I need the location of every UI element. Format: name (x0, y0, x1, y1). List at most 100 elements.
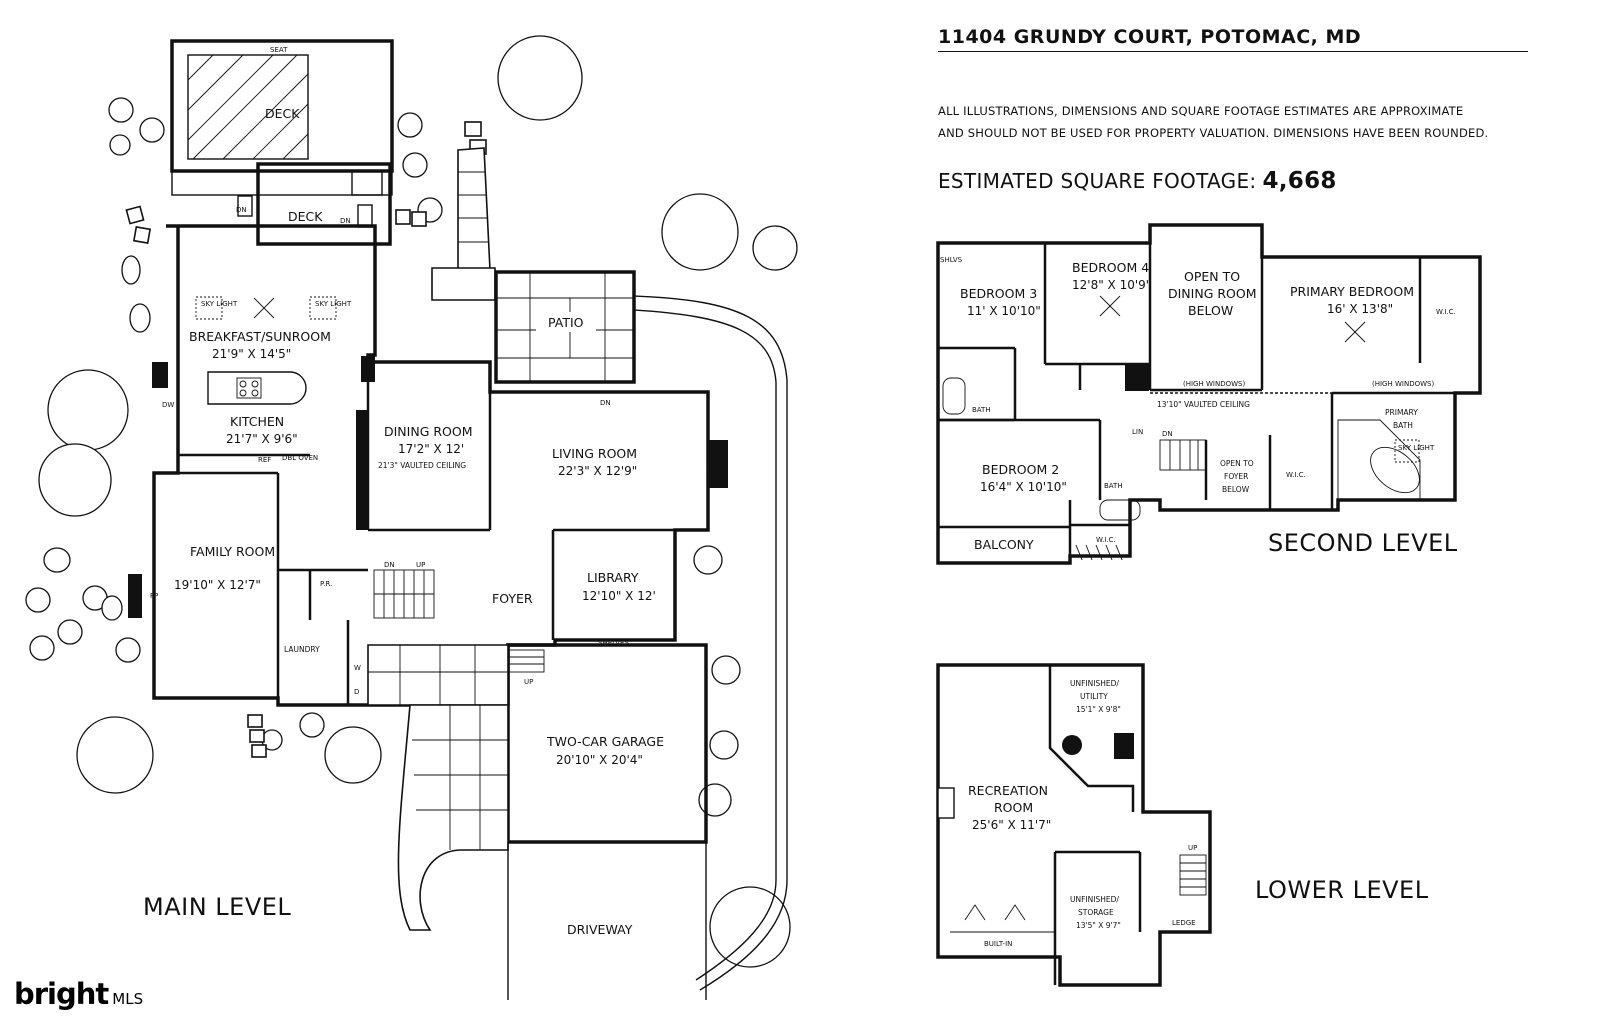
library-dims: 12'10" X 12' (582, 589, 656, 603)
primary-bedroom-label: PRIMARY BEDROOM (1290, 284, 1414, 299)
dining-room-label: DINING ROOM (384, 424, 473, 439)
recreation-room-line2: ROOM (994, 800, 1033, 815)
driveway-label: DRIVEWAY (567, 922, 633, 937)
svg-text:BELOW: BELOW (1222, 485, 1250, 494)
vaulted-ceiling-note: 13'10" VAULTED CEILING (1157, 400, 1250, 409)
garage-dims: 20'10" X 20'4" (556, 753, 643, 767)
bedroom4-label: BEDROOM 4 (1072, 260, 1149, 275)
address-underline (938, 51, 1528, 52)
svg-text:SKY LIGHT: SKY LIGHT (201, 300, 238, 308)
recreation-room-line1: RECREATION (968, 783, 1048, 798)
breakfast-room-dims: 21'9" X 14'5" (212, 347, 291, 361)
family-room-dims: 19'10" X 12'7" (174, 578, 261, 592)
patio (494, 270, 636, 384)
svg-text:SHELVES: SHELVES (598, 639, 629, 647)
svg-text:LIN: LIN (1132, 428, 1143, 436)
svg-text:15'1" X 9'8": 15'1" X 9'8" (1076, 705, 1121, 714)
property-address: 11404 GRUNDY COURT, POTOMAC, MD (938, 26, 1362, 48)
lower-level-title: LOWER LEVEL (1255, 876, 1429, 904)
svg-text:SKY LIGHT: SKY LIGHT (315, 300, 352, 308)
svg-text:PRIMARY: PRIMARY (1385, 408, 1418, 417)
family-fireplace (128, 574, 142, 618)
svg-text:UP: UP (1188, 844, 1197, 852)
kitchen-label: KITCHEN (230, 414, 284, 429)
svg-text:UNFINISHED/: UNFINISHED/ (1070, 679, 1119, 688)
svg-text:W: W (354, 664, 361, 672)
main-level-plan: SEAT DECK DECK DN DN PATIO (125, 39, 788, 1000)
svg-text:13'5" X 9'7": 13'5" X 9'7" (1076, 921, 1121, 930)
disclaimer-line-1: ALL ILLUSTRATIONS, DIMENSIONS AND SQUARE… (938, 104, 1464, 118)
dining-room-dims: 17'2" X 12' (398, 442, 464, 456)
svg-text:W.I.C.: W.I.C. (1286, 471, 1306, 479)
breakfast-room-label: BREAKFAST/SUNROOM (189, 329, 331, 344)
deck-lower (256, 162, 392, 246)
svg-text:(HIGH WINDOWS): (HIGH WINDOWS) (1183, 380, 1245, 388)
svg-text:W.I.C.: W.I.C. (1436, 308, 1456, 316)
svg-text:W.I.C.: W.I.C. (1096, 536, 1116, 544)
foyer-label: FOYER (492, 591, 533, 606)
logo-brand: bright (14, 977, 109, 1011)
svg-text:BUILT-IN: BUILT-IN (984, 940, 1012, 948)
bedroom4-dims: 12'8" X 10'9" (1072, 278, 1151, 292)
living-fireplace (708, 440, 728, 488)
lower-level-plan: RECREATION ROOM 25'6" X 11'7" BUILT-IN U… (936, 663, 1212, 987)
svg-text:FP: FP (709, 463, 717, 471)
disclaimer-line-2: AND SHOULD NOT BE USED FOR PROPERTY VALU… (938, 126, 1489, 140)
deck-upper-label: DECK (265, 106, 300, 121)
living-room-label: LIVING ROOM (552, 446, 637, 461)
bedroom2-label: BEDROOM 2 (982, 462, 1059, 477)
deck-lower-label: DECK (288, 209, 323, 224)
svg-text:SHLVS: SHLVS (940, 256, 963, 264)
svg-text:DW: DW (162, 401, 174, 409)
svg-text:FP: FP (150, 592, 158, 600)
bedroom3-dims: 11' X 10'10" (967, 304, 1041, 318)
square-footage: ESTIMATED SQUARE FOOTAGE:4,668 (938, 168, 1337, 194)
svg-text:UTILITY: UTILITY (1080, 692, 1108, 701)
svg-text:STORAGE: STORAGE (1078, 908, 1114, 917)
square-footage-label: ESTIMATED SQUARE FOOTAGE: (938, 169, 1257, 193)
svg-text:BATH: BATH (1104, 482, 1123, 490)
open-dining-line2: DINING ROOM (1168, 286, 1257, 301)
svg-text:DBL OVEN: DBL OVEN (282, 454, 318, 462)
svg-text:LEDGE: LEDGE (1172, 919, 1196, 927)
logo-suffix: MLS (112, 990, 144, 1008)
open-dining-line3: BELOW (1188, 303, 1233, 318)
svg-text:DN: DN (236, 206, 247, 214)
garage-label: TWO-CAR GARAGE (546, 734, 664, 749)
bedroom3-label: BEDROOM 3 (960, 286, 1037, 301)
deck-seat-label: SEAT (270, 46, 288, 54)
primary-bedroom-dims: 16' X 13'8" (1327, 302, 1393, 316)
svg-text:BATH: BATH (972, 406, 991, 414)
square-footage-value: 4,668 (1262, 168, 1337, 194)
svg-text:P.R.: P.R. (320, 580, 332, 588)
svg-text:REF: REF (258, 456, 271, 464)
laundry-label: LAUNDRY (284, 645, 320, 654)
svg-text:UNFINISHED/: UNFINISHED/ (1070, 895, 1119, 904)
svg-text:UP: UP (416, 561, 425, 569)
open-dining-line1: OPEN TO (1184, 269, 1240, 284)
living-room-dims: 22'3" X 12'9" (558, 464, 637, 478)
svg-text:DN: DN (340, 217, 351, 225)
bedroom2-dims: 16'4" X 10'10" (980, 480, 1067, 494)
svg-text:BATH: BATH (1393, 421, 1413, 430)
svg-text:D: D (354, 688, 359, 696)
svg-text:SKY LIGHT: SKY LIGHT (1398, 444, 1435, 452)
library-label: LIBRARY (587, 570, 639, 585)
landscape-trees (25, 35, 798, 968)
family-room-label: FAMILY ROOM (190, 544, 275, 559)
second-level-plan: BEDROOM 3 11' X 10'10" SHLVS BEDROOM 4 1… (936, 223, 1482, 565)
kitchen-dims: 21'7" X 9'6" (226, 432, 298, 446)
patio-label: PATIO (548, 315, 584, 330)
svg-text:OPEN TO: OPEN TO (1220, 459, 1254, 468)
svg-text:UP: UP (524, 678, 533, 686)
main-level-title: MAIN LEVEL (143, 893, 292, 921)
dining-vaulted-note: 21'3" VAULTED CEILING (378, 461, 466, 470)
balcony-label: BALCONY (974, 537, 1034, 552)
svg-text:(HIGH WINDOWS): (HIGH WINDOWS) (1372, 380, 1434, 388)
svg-text:DN: DN (600, 399, 611, 407)
lower-level-outline (936, 663, 1212, 987)
svg-text:FOYER: FOYER (1224, 472, 1248, 481)
recreation-room-dims: 25'6" X 11'7" (972, 818, 1051, 832)
